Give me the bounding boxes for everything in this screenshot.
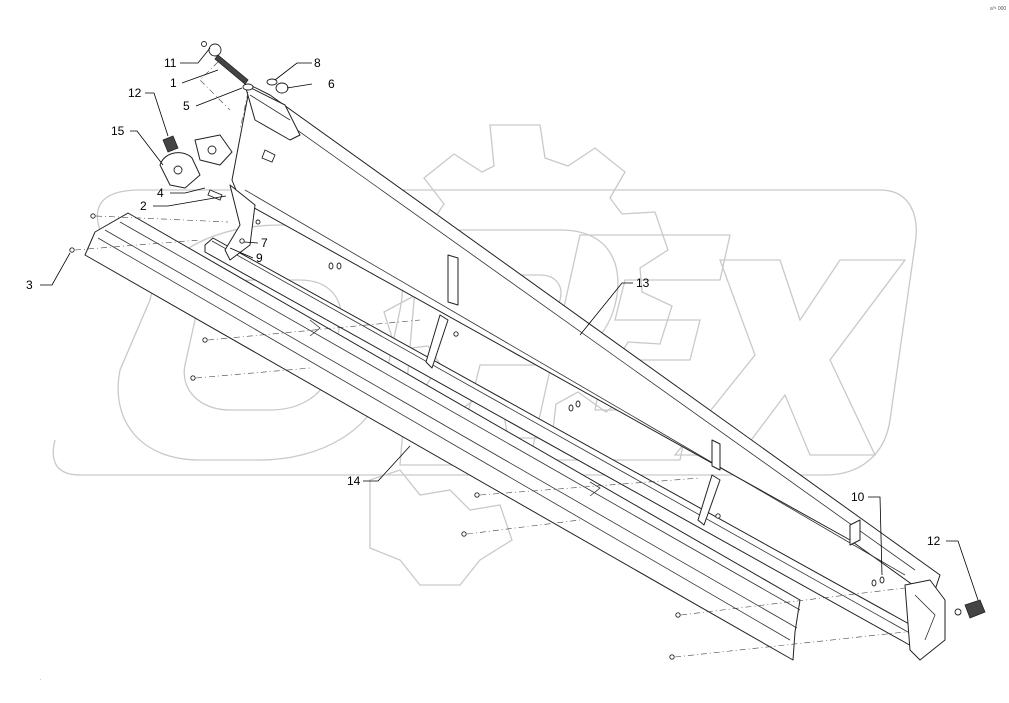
callout-2: 2 xyxy=(140,199,147,213)
callout-1: 1 xyxy=(170,76,177,90)
corner-dot: . xyxy=(40,676,41,682)
part-10-clips xyxy=(328,262,885,587)
bolt-upper xyxy=(261,149,276,163)
callout-6: 6 xyxy=(328,77,335,91)
callout-14: 14 xyxy=(347,474,361,488)
callout-8: 8 xyxy=(314,56,321,70)
corner-mark: a⁰¹ 000 xyxy=(990,6,1006,12)
part-7-nuts xyxy=(239,219,721,519)
callout-12-left: 12 xyxy=(128,86,142,100)
callout-4: 4 xyxy=(157,186,164,200)
opex-watermark xyxy=(52,124,917,586)
callout-12-right: 12 xyxy=(927,534,941,548)
callout-10: 10 xyxy=(851,490,865,504)
callout-9: 9 xyxy=(256,251,263,265)
part-3-screws xyxy=(69,213,681,660)
part-15-pivot-plate xyxy=(159,152,201,189)
watermark-letter-e xyxy=(529,234,731,461)
part-5-washer xyxy=(242,83,254,91)
part-6-nut xyxy=(275,82,289,94)
part-9-inner-plate xyxy=(204,237,921,649)
part-14-deflector-plate xyxy=(84,212,801,661)
callout-11: 11 xyxy=(164,56,177,70)
assembly-lines xyxy=(74,61,906,658)
callout-15: 15 xyxy=(111,124,125,138)
watermark-swoosh xyxy=(52,189,917,476)
part-11-nut xyxy=(201,41,207,47)
watermark-gear-lower xyxy=(369,469,513,586)
part-12-bumper-right xyxy=(954,599,986,619)
left-end-bracket xyxy=(194,134,256,261)
callout-5: 5 xyxy=(183,99,190,113)
part-12-bumper-left xyxy=(162,135,179,153)
callout-7: 7 xyxy=(261,236,268,250)
part-13-main-frame xyxy=(231,84,946,661)
callout-13: 13 xyxy=(636,276,650,290)
part-1-eye-bolt xyxy=(208,43,249,85)
part-8-washer xyxy=(266,78,278,86)
leader-lines xyxy=(40,47,979,601)
callout-3: 3 xyxy=(26,278,33,292)
